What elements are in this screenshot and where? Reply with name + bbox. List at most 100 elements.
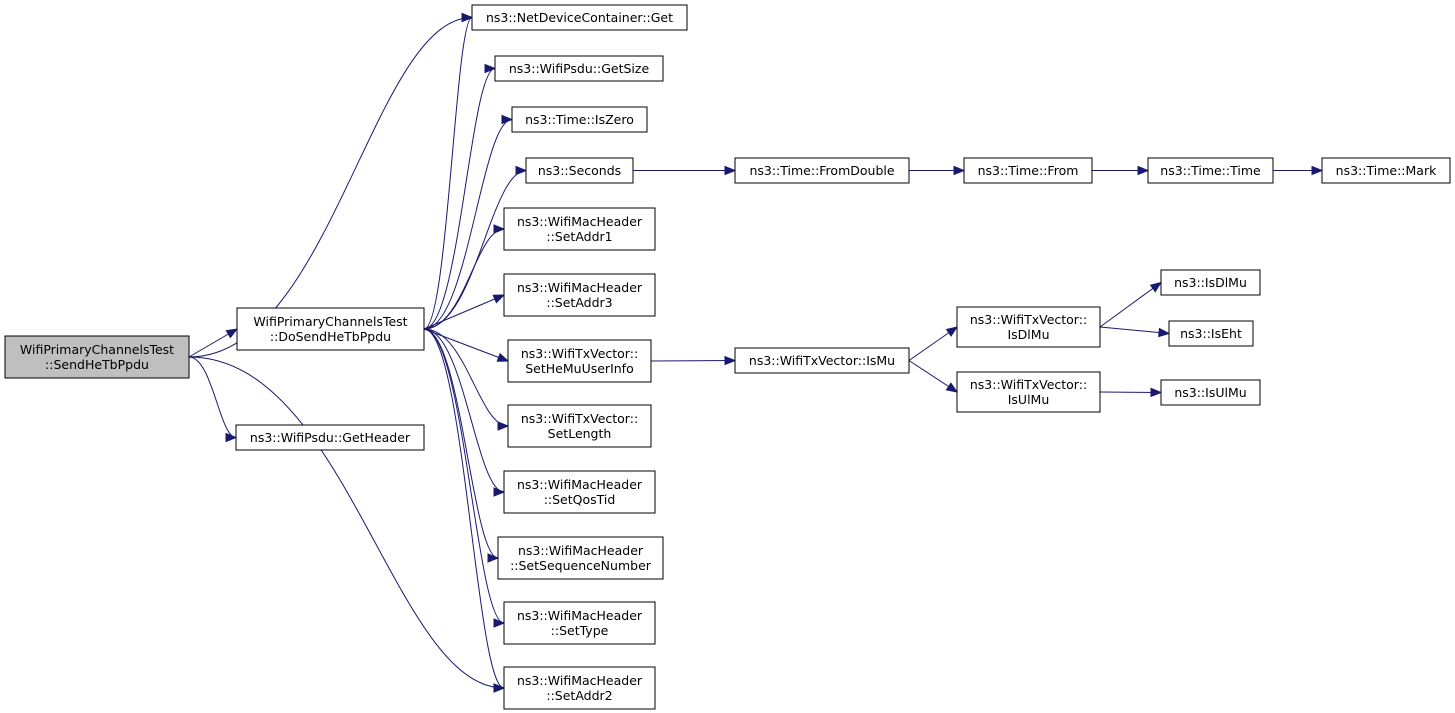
arrowhead bbox=[515, 165, 528, 176]
node-box bbox=[963, 157, 1093, 184]
edge-line bbox=[423, 328, 509, 362]
node-label-line: ::SetQosTid bbox=[544, 492, 616, 507]
node-box bbox=[525, 157, 634, 184]
arrowhead bbox=[225, 432, 238, 443]
node-iszero[interactable]: ns3::Time::IsZero bbox=[511, 106, 648, 133]
node-label-line: ns3::Time::Mark bbox=[1336, 163, 1437, 178]
edge-root-to-ndcget bbox=[188, 12, 474, 358]
arrowhead bbox=[493, 224, 506, 234]
node-label-line: ::SetAddr1 bbox=[546, 229, 612, 244]
node-box bbox=[471, 4, 688, 31]
node-label-line: ns3::WifiMacHeader bbox=[517, 214, 643, 229]
node-label-line: ::SetAddr2 bbox=[546, 688, 612, 703]
arrowhead bbox=[953, 165, 966, 176]
node-box bbox=[235, 424, 425, 451]
edge-time-to-mark bbox=[1273, 165, 1324, 176]
node-time[interactable]: ns3::Time::Time bbox=[1147, 157, 1274, 184]
node-label-line: ::SetAddr3 bbox=[546, 295, 612, 310]
node-label-line: ns3::WifiMacHeader bbox=[517, 608, 643, 623]
node-mark[interactable]: ns3::Time::Mark bbox=[1321, 157, 1451, 184]
node-dosend[interactable]: WifiPrimaryChannelsTest::DoSendHeTbPpdu bbox=[236, 307, 425, 351]
edge-line bbox=[188, 356, 237, 438]
edge-fromdouble-to-from bbox=[909, 165, 966, 176]
node-box bbox=[4, 335, 190, 379]
arrowhead bbox=[945, 326, 959, 337]
edge-dosend-to-setseq bbox=[423, 328, 500, 563]
node-box bbox=[503, 470, 656, 514]
node-label-line: ns3::WifiTxVector:: bbox=[970, 312, 1087, 327]
node-setseq[interactable]: ns3::WifiMacHeader::SetSequenceNumber bbox=[497, 536, 664, 580]
node-label-line: ns3::Time::From bbox=[978, 163, 1079, 178]
node-label-line: WifiPrimaryChannelsTest bbox=[253, 314, 407, 329]
node-from[interactable]: ns3::Time::From bbox=[963, 157, 1093, 184]
edge-line bbox=[423, 68, 496, 330]
edge-dosend-to-iszero bbox=[423, 114, 514, 330]
edge-line bbox=[423, 228, 505, 330]
node-setlength[interactable]: ns3::WifiTxVector::SetLength bbox=[507, 404, 652, 448]
node-label-line: IsUlMu bbox=[1008, 392, 1050, 407]
node-box bbox=[1160, 379, 1261, 406]
node-txisdlmu[interactable]: ns3::WifiTxVector::IsDlMu bbox=[956, 306, 1101, 348]
node-root[interactable]: WifiPrimaryChannelsTest::SendHeTbPpdu bbox=[4, 335, 190, 379]
arrowhead bbox=[1149, 281, 1163, 293]
node-iseht[interactable]: ns3::IsEht bbox=[1168, 320, 1254, 347]
node-box bbox=[1160, 269, 1261, 296]
node-label-line: SetLength bbox=[548, 426, 612, 441]
node-getheader[interactable]: ns3::WifiPsdu::GetHeader bbox=[235, 424, 425, 451]
arrowhead bbox=[225, 328, 239, 339]
node-label-line: ns3::Time::IsZero bbox=[525, 112, 634, 127]
arrowhead bbox=[1311, 165, 1324, 176]
node-label-line: ns3::Time::FromDouble bbox=[749, 163, 894, 178]
node-box bbox=[956, 306, 1101, 348]
edge-root-to-dosend bbox=[188, 328, 239, 358]
node-getsize[interactable]: ns3::WifiPsdu::GetSize bbox=[494, 55, 664, 82]
node-sethemu[interactable]: ns3::WifiTxVector::SetHeMuUserInfo bbox=[507, 339, 652, 383]
node-fromdouble[interactable]: ns3::Time::FromDouble bbox=[734, 157, 910, 184]
edge-ismu-to-txisdlmu bbox=[908, 326, 959, 361]
arrowhead bbox=[945, 382, 959, 393]
edge-line bbox=[650, 360, 736, 362]
edge-line bbox=[423, 119, 513, 330]
node-label-line: ns3::WifiMacHeader bbox=[517, 280, 643, 295]
node-seconds[interactable]: ns3::Seconds bbox=[525, 157, 634, 184]
edge-txisulmu-to-isulmu bbox=[1099, 387, 1163, 398]
arrowhead bbox=[493, 683, 506, 693]
node-settype[interactable]: ns3::WifiMacHeader::SetType bbox=[503, 601, 656, 645]
arrowhead bbox=[1137, 165, 1150, 176]
node-label-line: ns3::WifiTxVector:: bbox=[521, 346, 638, 361]
edge-dosend-to-sethemu bbox=[423, 328, 510, 362]
node-box bbox=[507, 404, 652, 448]
node-label-line: ::DoSendHeTbPpdu bbox=[270, 329, 391, 344]
arrowhead bbox=[1150, 387, 1163, 398]
node-setqostid[interactable]: ns3::WifiMacHeader::SetQosTid bbox=[503, 470, 656, 514]
arrowhead bbox=[1158, 327, 1171, 338]
node-setaddr1[interactable]: ns3::WifiMacHeader::SetAddr1 bbox=[503, 207, 656, 251]
edge-dosend-to-ndcget bbox=[423, 12, 474, 330]
node-box bbox=[734, 347, 910, 374]
node-box bbox=[494, 55, 664, 82]
arrowhead bbox=[484, 63, 497, 74]
node-ismu[interactable]: ns3::WifiTxVector::IsMu bbox=[734, 347, 910, 374]
node-label-line: ::SetSequenceNumber bbox=[510, 558, 652, 573]
node-isulmu[interactable]: ns3::IsUlMu bbox=[1160, 379, 1261, 406]
edge-line bbox=[423, 328, 505, 493]
edge-from-to-time bbox=[1092, 165, 1150, 176]
node-txisulmu[interactable]: ns3::WifiTxVector::IsUlMu bbox=[956, 371, 1101, 413]
edge-dosend-to-setaddr2 bbox=[423, 328, 506, 693]
arrowhead bbox=[492, 294, 506, 304]
node-isdlmu[interactable]: ns3::IsDlMu bbox=[1160, 269, 1261, 296]
node-label-line: ns3::Seconds bbox=[538, 163, 621, 178]
node-setaddr3[interactable]: ns3::WifiMacHeader::SetAddr3 bbox=[503, 273, 656, 317]
edge-line bbox=[188, 17, 473, 358]
node-box bbox=[507, 339, 652, 383]
node-ndcget[interactable]: ns3::NetDeviceContainer::Get bbox=[471, 4, 688, 31]
arrowhead bbox=[501, 114, 514, 125]
arrowhead bbox=[724, 355, 737, 366]
edge-dosend-to-setaddr3 bbox=[423, 294, 506, 330]
edge-line bbox=[1099, 326, 1170, 334]
node-label-line: ns3::Time::Time bbox=[1160, 163, 1261, 178]
node-setaddr2[interactable]: ns3::WifiMacHeader::SetAddr2 bbox=[503, 666, 656, 710]
arrowhead bbox=[487, 553, 500, 563]
edge-line bbox=[423, 17, 473, 330]
node-label-line: ns3::WifiTxVector:: bbox=[521, 411, 638, 426]
